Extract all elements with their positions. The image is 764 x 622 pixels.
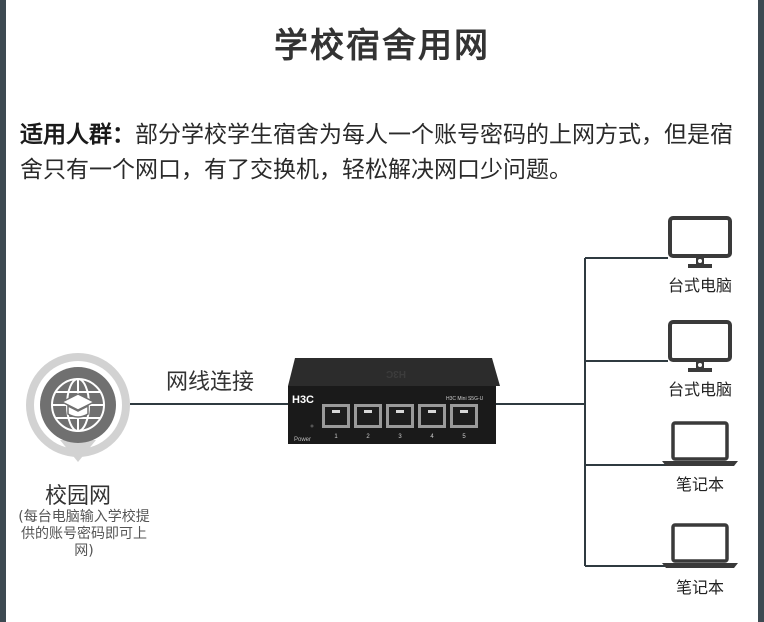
page-title: 学校宿舍用网 [274, 26, 490, 66]
laptop-computer-2 [662, 523, 738, 568]
switch-port-led-1 [332, 410, 340, 413]
cable-label: 网线连接 [166, 370, 255, 395]
switch-port-led-4 [428, 410, 436, 413]
switch-model-label: H3C Mini S5G-U [446, 396, 484, 402]
switch-port-led-5 [460, 410, 468, 413]
switch-port-led-3 [396, 410, 404, 413]
switch-port-socket-1 [325, 407, 347, 425]
desktop-computer-2 [668, 320, 732, 372]
campus-network-note: (每台电脑输入学校提供的账号密码即可上网) [18, 509, 150, 559]
switch-port-number-4: 4 [430, 434, 434, 440]
connection-lines [130, 257, 668, 567]
laptop-computer-1 [662, 421, 738, 466]
switch-port-number-1: 1 [334, 434, 338, 440]
graduation-cap-icon [60, 393, 96, 418]
description: 适用人群：部分学校学生宿舍为每人一个账号密码的上网方式，但是宿舍只有一个网口，有… [20, 118, 750, 188]
switch-port-number-2: 2 [366, 434, 370, 440]
device-label-3: 笔记本 [675, 475, 724, 494]
power-label: Power [294, 437, 311, 443]
switch-port-socket-2 [357, 407, 379, 425]
switch-port-number-3: 3 [398, 434, 402, 440]
power-led [310, 424, 314, 428]
device-label-4: 笔记本 [675, 578, 724, 597]
description-lead: 适用人群： [20, 122, 135, 148]
switch-port-number-5: 5 [462, 434, 466, 440]
switch-port-socket-3 [389, 407, 411, 425]
campus-network-label: 校园网 [44, 484, 111, 509]
desktop-computer-1 [668, 216, 732, 268]
switch-ports: 1 2 3 4 5 [322, 404, 478, 440]
switch-brand-logo: H3C [292, 394, 314, 406]
device-label-1: 台式电脑 [667, 276, 732, 295]
device-label-2: 台式电脑 [667, 380, 732, 399]
switch-top [288, 358, 500, 386]
switch-port-led-2 [364, 410, 372, 413]
left-border [0, 0, 6, 622]
switch-port-socket-4 [421, 407, 443, 425]
right-border [758, 0, 764, 622]
description-text: 部分学校学生宿舍为每人一个账号密码的上网方式，但是宿舍只有一个网口，有了交换机，… [20, 122, 733, 183]
campus-network-icon [26, 353, 130, 462]
network-switch: H3C H3C H3C Mini S5G-U Power 1 2 3 4 5 [288, 358, 500, 444]
switch-port-socket-5 [453, 407, 475, 425]
switch-top-logo: H3C [386, 368, 406, 379]
